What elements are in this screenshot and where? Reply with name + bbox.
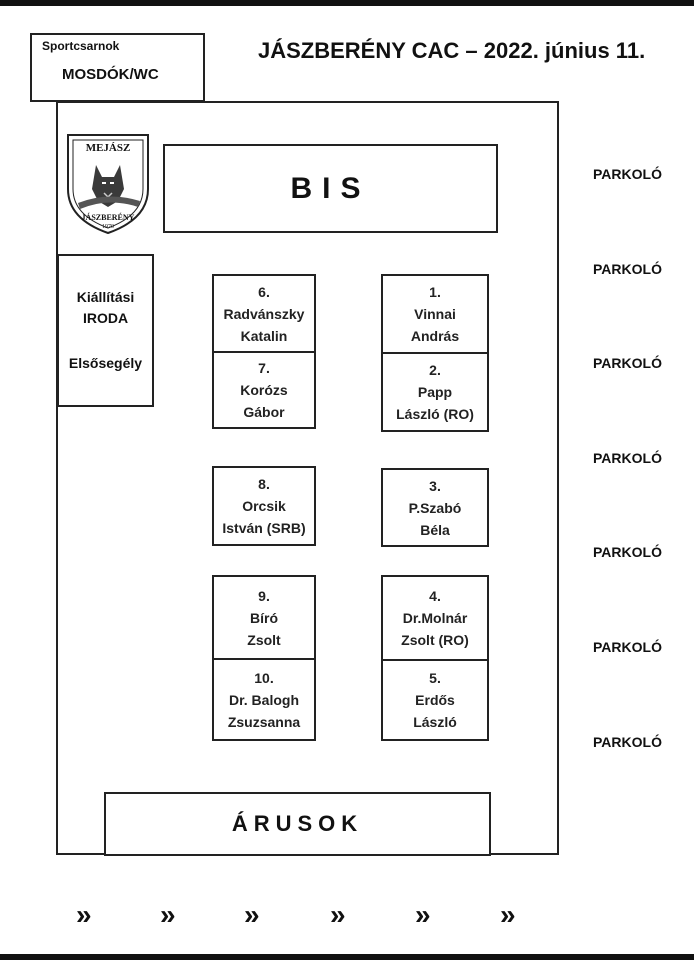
judge-name-line1: P.Szabó [408,499,462,516]
judge-name-line1: Papp [417,384,453,400]
parking-label: PARKOLÓ [593,450,662,466]
ring-4: 4. Dr.Molnár Zsolt (RO) [381,575,489,661]
direction-arrow-icon: » [330,899,346,930]
ring-3: 3. P.Szabó Béla [381,468,489,547]
ring-number: 2. [429,362,441,378]
restroom-venue-label: Sportcsarnok [42,39,120,53]
office-label-line2: IRODA [82,310,129,326]
ring-10: 10. Dr. Balogh Zsuzsanna [212,658,316,741]
judge-name-line2: Zsolt (RO) [401,632,469,648]
bis-ring: BIS [163,144,498,233]
logo-year: 1970 [102,224,114,230]
top-border [0,0,694,6]
ring-number: 6. [258,283,270,300]
ring-number: 8. [258,476,270,492]
page-title: JÁSZBERÉNY CAC – 2022. június 11. [258,38,646,63]
ring-7: 7. Korózs Gábor [212,351,316,429]
direction-arrow-icon: » [415,899,431,930]
exhibition-office: Kiállítási IRODA Elsősegély [57,254,154,407]
ring-number: 4. [429,588,441,604]
parking-label: PARKOLÓ [593,166,662,182]
judge-name-line1: Bíró [250,609,278,626]
mejasz-logo: MEJÁSZ JÁSZBERÉNY 1970 [67,134,149,235]
logo-top-text: MEJÁSZ [86,142,131,154]
direction-arrow-icon: » [244,899,260,930]
ring-number: 10. [254,669,274,686]
restroom-box: Sportcsarnok MOSDÓK/WC [30,33,205,102]
direction-arrow-icon: » [500,899,516,930]
restroom-label: MOSDÓK/WC [62,66,159,83]
ring-8: 8. Orcsik István (SRB) [212,466,316,546]
ring-2: 2. Papp László (RO) [381,352,489,432]
ring-number: 1. [429,284,441,300]
ring-number: 3. [429,477,441,494]
office-label-line1: Kiállítási [76,289,135,305]
ring-number: 9. [258,587,270,604]
parking-label: PARKOLÓ [593,639,662,655]
parking-label: PARKOLÓ [593,544,662,560]
judge-name-line1: Korózs [240,382,288,398]
direction-arrow-icon: » [160,899,176,930]
judge-name-line2: Zsolt [247,631,281,648]
parking-label: PARKOLÓ [593,355,662,371]
judge-name-line1: Dr. Balogh [228,691,299,708]
direction-arrow-icon: » [76,899,92,930]
judge-name-line2: Béla [420,521,450,538]
judge-name-line2: István (SRB) [222,520,306,536]
first-aid-label: Elsősegély [68,355,143,371]
judge-name-line1: Orcsik [242,498,286,514]
judge-name-line2: András [410,328,460,344]
judge-name-line2: Gábor [243,404,285,420]
bis-label: BIS [290,171,371,205]
vendors-label: ÁRUSOK [231,811,364,836]
parking-label: PARKOLÓ [593,734,662,750]
ring-number: 5. [429,670,441,686]
judge-name-line1: Erdős [415,692,455,708]
judge-name-line2: László (RO) [396,406,474,422]
bottom-border [0,954,694,960]
judge-name-line1: Radvánszky [223,305,305,322]
parking-label: PARKOLÓ [593,261,662,277]
judge-name-line2: László [413,714,457,730]
ring-6: 6. Radvánszky Katalin [212,274,316,353]
judge-name-line2: Katalin [240,327,288,344]
judge-name-line2: Zsuzsanna [227,713,301,730]
judge-name-line1: Vinnai [414,306,456,322]
ring-9: 9. Bíró Zsolt [212,575,316,660]
vendors-area: ÁRUSOK [104,792,491,856]
ring-1: 1. Vinnai András [381,274,489,354]
ring-number: 7. [258,360,270,376]
judge-name-line1: Dr.Molnár [402,610,468,626]
ring-5: 5. Erdős László [381,659,489,741]
logo-bottom-text: JÁSZBERÉNY [82,212,135,222]
